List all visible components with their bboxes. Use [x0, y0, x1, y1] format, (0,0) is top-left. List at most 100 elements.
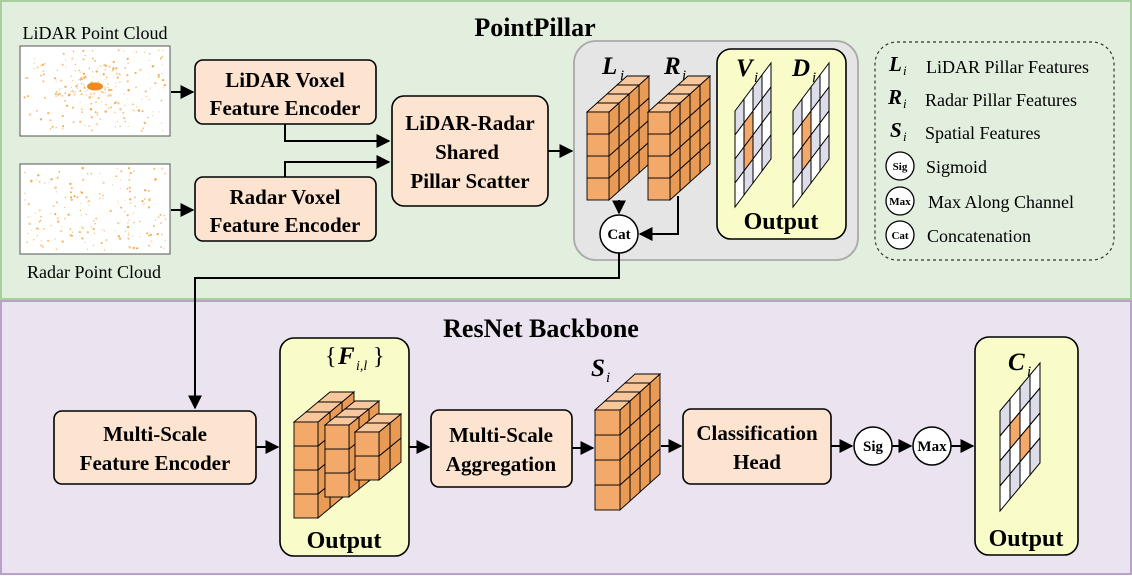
point-cloud-dot	[72, 121, 75, 124]
point-cloud-dot	[143, 197, 146, 201]
point-cloud-dot	[128, 186, 132, 189]
v-symbol: V	[736, 55, 755, 82]
point-cloud-dot	[123, 50, 125, 52]
point-cloud-dot	[69, 182, 72, 186]
point-cloud-dot	[59, 93, 62, 96]
spatial-feature-stack	[593, 372, 662, 512]
point-cloud-dot	[70, 191, 72, 194]
point-cloud-dot	[97, 67, 99, 69]
point-cloud-dot	[112, 68, 115, 71]
point-cloud-dot	[101, 195, 104, 197]
point-cloud-dot	[59, 229, 63, 233]
point-cloud-dot	[79, 209, 82, 212]
cube-front	[293, 493, 319, 519]
point-cloud-dot	[39, 219, 42, 222]
point-cloud-dot	[102, 181, 105, 185]
point-cloud-dot	[64, 92, 67, 94]
point-cloud-dot	[79, 101, 81, 103]
point-cloud-dot	[97, 96, 100, 100]
point-cloud-dot	[56, 176, 59, 179]
legend-item-max: Max Max Along Channel	[885, 186, 1074, 216]
point-cloud-dot	[117, 49, 120, 52]
lidar-pillar-feature-stack	[585, 74, 651, 202]
point-cloud-dot	[88, 199, 91, 202]
point-cloud-dot	[104, 92, 107, 94]
point-cloud-dot	[128, 198, 132, 201]
point-cloud-dot	[82, 72, 86, 76]
point-cloud-dot	[59, 79, 63, 82]
point-cloud-dot	[34, 212, 37, 214]
point-cloud-dot	[132, 103, 134, 106]
ci-symbol: C	[1008, 349, 1025, 376]
point-cloud-dot	[99, 65, 102, 67]
point-cloud-dot	[62, 52, 65, 55]
point-cloud-dot	[162, 87, 164, 89]
lidar-encoder-line1: LiDAR Voxel	[225, 68, 345, 92]
point-cloud-dot	[119, 125, 121, 127]
point-cloud-dot	[149, 87, 152, 89]
point-cloud-dot	[82, 49, 85, 52]
point-cloud-dot	[153, 167, 156, 170]
point-cloud-dot	[90, 108, 93, 111]
point-cloud-dot	[93, 92, 96, 95]
cls-line2: Head	[733, 450, 781, 474]
point-cloud-dot	[40, 64, 42, 67]
point-cloud-dot	[38, 180, 41, 183]
point-cloud-dot	[88, 204, 90, 206]
legend-item-sigmoid: Sig Sigmoid	[885, 151, 987, 181]
cube-front	[647, 111, 671, 135]
point-cloud-dot	[64, 99, 67, 102]
point-cloud-dot	[139, 235, 141, 238]
point-cloud-dot	[26, 77, 28, 79]
point-cloud-dot	[113, 103, 116, 105]
arrow-lidar-encoder-to-scatter	[284, 124, 391, 148]
point-cloud-dot	[88, 66, 91, 69]
point-cloud-dot	[79, 89, 82, 92]
point-cloud-dot	[104, 88, 106, 91]
point-cloud-dot	[81, 237, 84, 240]
point-cloud-dot	[117, 222, 120, 225]
point-cloud-dot	[124, 67, 127, 69]
svg-text:Sig: Sig	[893, 161, 908, 173]
point-cloud-dot	[81, 111, 83, 114]
point-cloud-dot	[148, 198, 151, 202]
point-cloud-dot	[141, 110, 144, 113]
cube-front	[324, 472, 350, 498]
point-cloud-dot	[62, 125, 65, 128]
point-cloud-dot	[136, 247, 139, 250]
point-cloud-dot	[110, 89, 113, 92]
point-cloud-dot	[82, 114, 84, 116]
point-cloud-dot	[108, 89, 110, 91]
cube-front	[586, 177, 610, 201]
point-cloud-dot	[72, 106, 74, 109]
point-cloud-dot	[28, 222, 31, 226]
msfe-line2: Feature Encoder	[80, 451, 231, 475]
point-cloud-dot	[63, 206, 66, 208]
grid-cell	[819, 133, 830, 173]
point-cloud-dot	[150, 240, 153, 243]
point-cloud-dot	[55, 126, 58, 129]
point-cloud-dot	[141, 200, 144, 203]
svg-text:S: S	[890, 118, 902, 142]
point-cloud-dot	[70, 91, 72, 93]
point-cloud-dot	[128, 219, 130, 222]
point-cloud-dot	[161, 72, 163, 74]
cube-front	[586, 111, 610, 135]
point-cloud-dot	[160, 55, 164, 58]
point-cloud-dot	[79, 71, 82, 74]
point-cloud-dot	[35, 179, 38, 181]
point-cloud-dot	[55, 191, 58, 193]
point-cloud-dot	[24, 171, 26, 174]
point-cloud-dot	[24, 192, 26, 194]
point-cloud-dot	[57, 93, 60, 96]
point-cloud-dot	[158, 49, 160, 51]
point-cloud-dot	[163, 83, 167, 87]
point-cloud-dot	[124, 199, 126, 201]
point-cloud-dot	[81, 226, 83, 228]
max-circle: Max	[912, 426, 952, 466]
point-cloud-dot	[136, 106, 138, 108]
scatter-line1: LiDAR-Radar	[405, 111, 535, 135]
point-cloud-dot	[100, 74, 102, 76]
point-cloud-dot	[77, 83, 79, 85]
